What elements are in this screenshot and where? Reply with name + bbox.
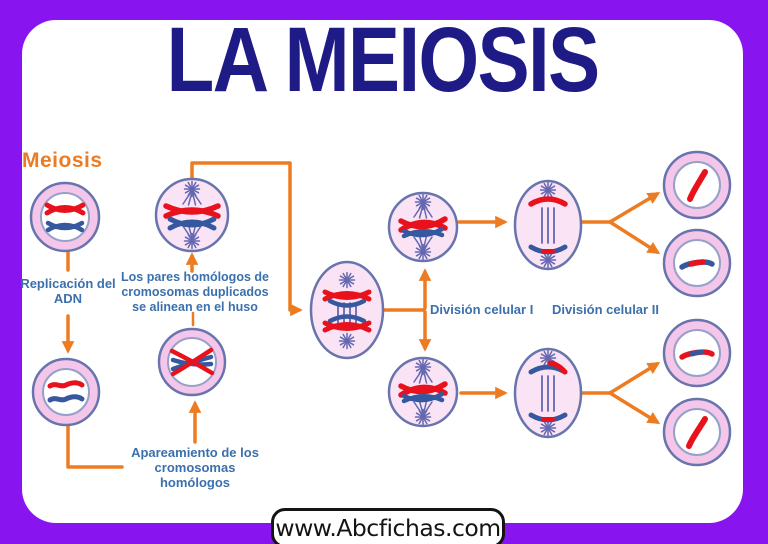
cell-interphase-single: [31, 357, 101, 427]
cell-daughter-1: [662, 150, 732, 220]
fork-bottom-branch-up: [608, 362, 661, 395]
cell-daughter-4: [662, 397, 732, 467]
watermark-badge: www.Abcfichas.com: [271, 508, 505, 544]
cell-anaphase2-top: [513, 179, 583, 271]
label-homolog-pairing: Apareamiento de los cromosomas homólogos: [131, 445, 259, 490]
cell-anaphase2-bottom: [513, 347, 583, 439]
cell-daughter-3: [662, 318, 732, 388]
cell-metaphase2-top: [387, 191, 459, 263]
watermark-url: www.Abcfichas.com: [275, 514, 501, 542]
content-frame: [22, 20, 743, 523]
cell-interphase-duplicated: [29, 181, 101, 253]
label-cell-division-2: División celular II: [552, 302, 659, 317]
cell-daughter-2: [662, 228, 732, 298]
elbow-arrow-to-anaphase1: [190, 161, 303, 317]
label-homolog-alignment: Los pares homólogos de cromosomas duplic…: [121, 270, 269, 314]
cell-metaphase1: [154, 177, 230, 253]
cell-anaphase1: [309, 260, 385, 360]
fork-top-branch-up: [608, 192, 661, 224]
fork-bottom-branch-down: [608, 391, 661, 424]
cell-synapsis: [157, 327, 227, 397]
connector-l-pairing: [66, 424, 124, 469]
diagram-heading: Meiosis: [22, 149, 103, 172]
label-dna-replication: Replicación del ADN: [20, 276, 116, 306]
fork-top-branch-down: [608, 220, 661, 255]
flow-connectors: [61, 161, 661, 469]
page-title: LA MEIOSIS: [166, 9, 601, 111]
cell-metaphase2-bottom: [387, 356, 459, 428]
label-cell-division-1: División celular I: [430, 302, 534, 317]
